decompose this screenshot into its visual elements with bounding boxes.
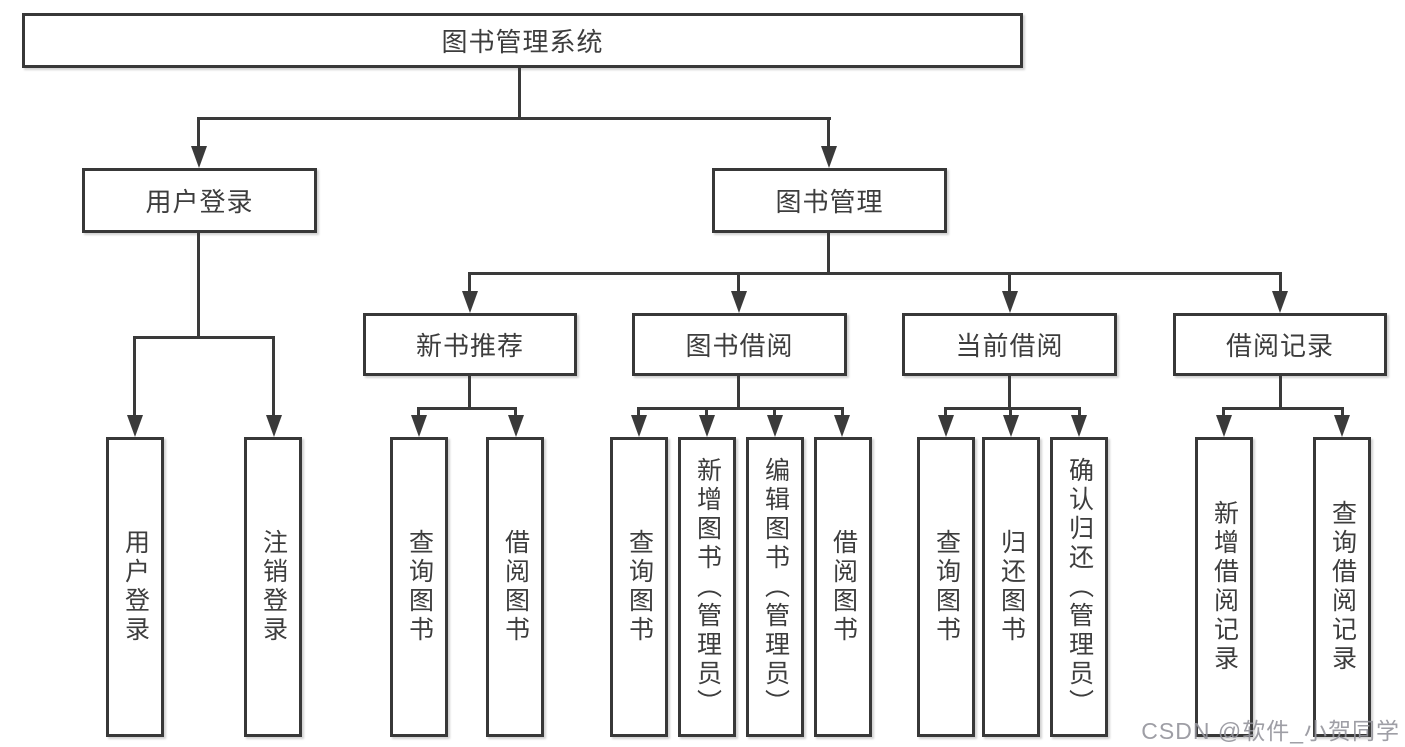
leaf-borrow-books: 借阅图书 xyxy=(814,437,872,737)
arrow-down-icon xyxy=(462,291,478,313)
connector-drop-user-login xyxy=(197,117,200,148)
connector-drop-book-mgmt xyxy=(827,117,830,148)
node-label: 新书推荐 xyxy=(415,331,524,361)
connector-book-borrow-rail xyxy=(637,407,844,410)
leaf-add-books-admin: 新增图书（管理员） xyxy=(678,437,736,737)
connector-drop-login-leaf xyxy=(133,336,136,417)
arrow-down-icon xyxy=(1002,291,1018,313)
leaf-query-books-recommend: 查询图书 xyxy=(390,437,448,737)
arrow-down-icon xyxy=(699,415,715,437)
node-user-login: 用户登录 xyxy=(82,168,317,233)
arrow-down-icon xyxy=(1216,415,1232,437)
arrow-down-icon xyxy=(731,291,747,313)
arrow-down-icon xyxy=(631,415,647,437)
connector-drop-logout-leaf xyxy=(272,336,275,417)
leaf-query-books-current: 查询图书 xyxy=(917,437,975,737)
node-library-management-system: 图书管理系统 xyxy=(22,13,1023,68)
leaf-label: 新增图书（管理员） xyxy=(693,456,722,718)
connector-drop-borrow-records xyxy=(1279,272,1282,293)
leaf-label: 查询借阅记录 xyxy=(1328,500,1357,674)
node-label: 借阅记录 xyxy=(1225,331,1334,361)
leaf-query-borrow-record: 查询借阅记录 xyxy=(1313,437,1371,737)
connector-root-rail xyxy=(197,117,831,120)
arrow-down-icon xyxy=(1003,415,1019,437)
connector-borrow-records-rail xyxy=(1222,407,1344,410)
leaf-label: 借阅图书 xyxy=(829,529,858,645)
connector-current-borrow-stem xyxy=(1008,376,1011,407)
arrow-down-icon xyxy=(938,415,954,437)
connector-drop xyxy=(417,407,420,417)
leaf-label: 用户登录 xyxy=(121,529,150,645)
leaf-label: 归还图书 xyxy=(997,529,1026,645)
leaf-return-books: 归还图书 xyxy=(982,437,1040,737)
connector-borrow-records-stem xyxy=(1279,376,1282,407)
arrow-down-icon xyxy=(1334,415,1350,437)
leaf-label: 查询图书 xyxy=(405,529,434,645)
connector-book-mgmt-stem xyxy=(827,233,830,272)
arrow-down-icon xyxy=(1272,291,1288,313)
node-label: 图书借阅 xyxy=(685,331,794,361)
connector-user-login-rail xyxy=(133,336,275,339)
leaf-label: 查询图书 xyxy=(932,529,961,645)
node-label: 图书管理 xyxy=(775,187,884,217)
connector-drop xyxy=(944,407,947,417)
node-label: 当前借阅 xyxy=(955,331,1064,361)
connector-drop xyxy=(1222,407,1225,417)
arrow-down-icon xyxy=(411,415,427,437)
connector-book-mgmt-rail xyxy=(468,272,1282,275)
connector-new-book-stem xyxy=(468,376,471,407)
leaf-label: 确认归还（管理员） xyxy=(1065,456,1094,718)
arrow-down-icon xyxy=(834,415,850,437)
node-new-book-recommend: 新书推荐 xyxy=(363,313,577,376)
node-book-management: 图书管理 xyxy=(712,168,947,233)
leaf-logout: 注销登录 xyxy=(244,437,302,737)
connector-drop-current-borrow xyxy=(1008,272,1011,293)
connector-drop xyxy=(841,407,844,417)
connector-drop xyxy=(637,407,640,417)
connector-new-book-rail xyxy=(417,407,517,410)
node-borrowing-records: 借阅记录 xyxy=(1173,313,1387,376)
node-current-borrowing: 当前借阅 xyxy=(902,313,1117,376)
connector-drop-new-book xyxy=(468,272,471,293)
leaf-user-login: 用户登录 xyxy=(106,437,164,737)
leaf-label: 查询图书 xyxy=(625,529,654,645)
leaf-edit-books-admin: 编辑图书（管理员） xyxy=(746,437,804,737)
arrow-down-icon xyxy=(508,415,524,437)
leaf-label: 编辑图书（管理员） xyxy=(761,456,790,718)
connector-user-login-stem xyxy=(197,233,200,336)
connector-drop xyxy=(705,407,708,417)
node-label: 图书管理系统 xyxy=(441,27,604,57)
connector-drop xyxy=(773,407,776,417)
leaf-query-books-borrowing: 查询图书 xyxy=(610,437,668,737)
leaf-label: 注销登录 xyxy=(259,529,288,645)
connector-drop-book-borrow xyxy=(737,272,740,293)
arrow-down-icon xyxy=(1071,415,1087,437)
arrow-down-icon xyxy=(266,415,282,437)
arrow-down-icon xyxy=(767,415,783,437)
arrow-down-icon xyxy=(191,146,207,168)
leaf-borrow-books-recommend: 借阅图书 xyxy=(486,437,544,737)
connector-drop xyxy=(1341,407,1344,417)
connector-drop xyxy=(1009,407,1012,417)
leaf-confirm-return-admin: 确认归还（管理员） xyxy=(1050,437,1108,737)
connector-drop xyxy=(1078,407,1081,417)
node-label: 用户登录 xyxy=(145,187,254,217)
node-book-borrowing: 图书借阅 xyxy=(632,313,847,376)
connector-current-borrow-rail xyxy=(944,407,1081,410)
connector-drop xyxy=(514,407,517,417)
leaf-label: 借阅图书 xyxy=(501,529,530,645)
csdn-watermark: CSDN @软件_小贺同学 xyxy=(1141,718,1400,744)
leaf-label: 新增借阅记录 xyxy=(1210,500,1239,674)
connector-book-borrow-stem xyxy=(737,376,740,407)
leaf-add-borrow-record: 新增借阅记录 xyxy=(1195,437,1253,737)
connector-root-stem xyxy=(518,68,521,117)
arrow-down-icon xyxy=(821,146,837,168)
arrow-down-icon xyxy=(127,415,143,437)
